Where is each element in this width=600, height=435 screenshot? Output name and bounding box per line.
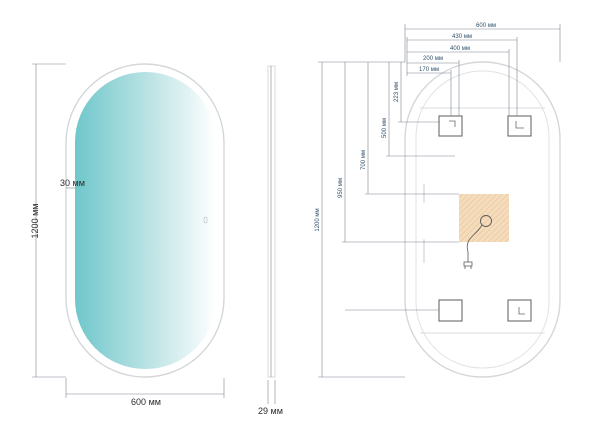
front-border-label: 30 мм bbox=[60, 178, 85, 188]
dim-170-label: 170 мм bbox=[419, 67, 439, 73]
side-view: 29 мм bbox=[258, 65, 283, 416]
mirror-outer-frame bbox=[65, 63, 225, 378]
bracket-top-right bbox=[507, 115, 532, 137]
bracket-bottom-left bbox=[438, 299, 463, 322]
power-plug-icon bbox=[463, 261, 473, 269]
mount-plate bbox=[459, 194, 509, 242]
dim-600-label: 600 мм bbox=[476, 23, 496, 29]
front-view: 1200 мм 30 мм 600 мм bbox=[30, 63, 225, 407]
mirror-side-profile bbox=[267, 65, 276, 378]
mirror-glass bbox=[75, 72, 216, 369]
dim-223-label: 223 мм bbox=[394, 82, 400, 102]
power-cable bbox=[466, 224, 483, 262]
dim-1200-label: 1200 мм bbox=[315, 208, 321, 231]
side-depth-label: 29 мм bbox=[258, 406, 283, 416]
power-outlet-icon bbox=[480, 215, 492, 227]
dim-700-label: 700 мм bbox=[361, 150, 367, 170]
dim-200-label: 200 мм bbox=[423, 56, 443, 62]
back-inner-frame bbox=[415, 70, 550, 369]
bracket-top-left-hook bbox=[449, 120, 456, 127]
bracket-bottom-right-hook bbox=[518, 307, 525, 315]
dim-950-label: 950 мм bbox=[338, 178, 344, 198]
back-outer-frame bbox=[404, 61, 561, 378]
bracket-top-right-hook bbox=[515, 121, 524, 129]
dim-500-label: 500 мм bbox=[382, 118, 388, 138]
touch-sensor-icon bbox=[203, 216, 208, 224]
front-height-label: 1200 мм bbox=[30, 204, 40, 239]
bracket-top-left bbox=[438, 115, 463, 137]
bracket-bottom-right bbox=[507, 299, 532, 322]
front-width-label: 600 мм bbox=[131, 397, 161, 407]
dim-400-label: 400 мм bbox=[450, 46, 470, 52]
dim-430-label: 430 мм bbox=[452, 34, 472, 40]
back-view: 600 мм 430 мм 400 мм 200 мм 170 мм 223 м… bbox=[315, 23, 561, 378]
